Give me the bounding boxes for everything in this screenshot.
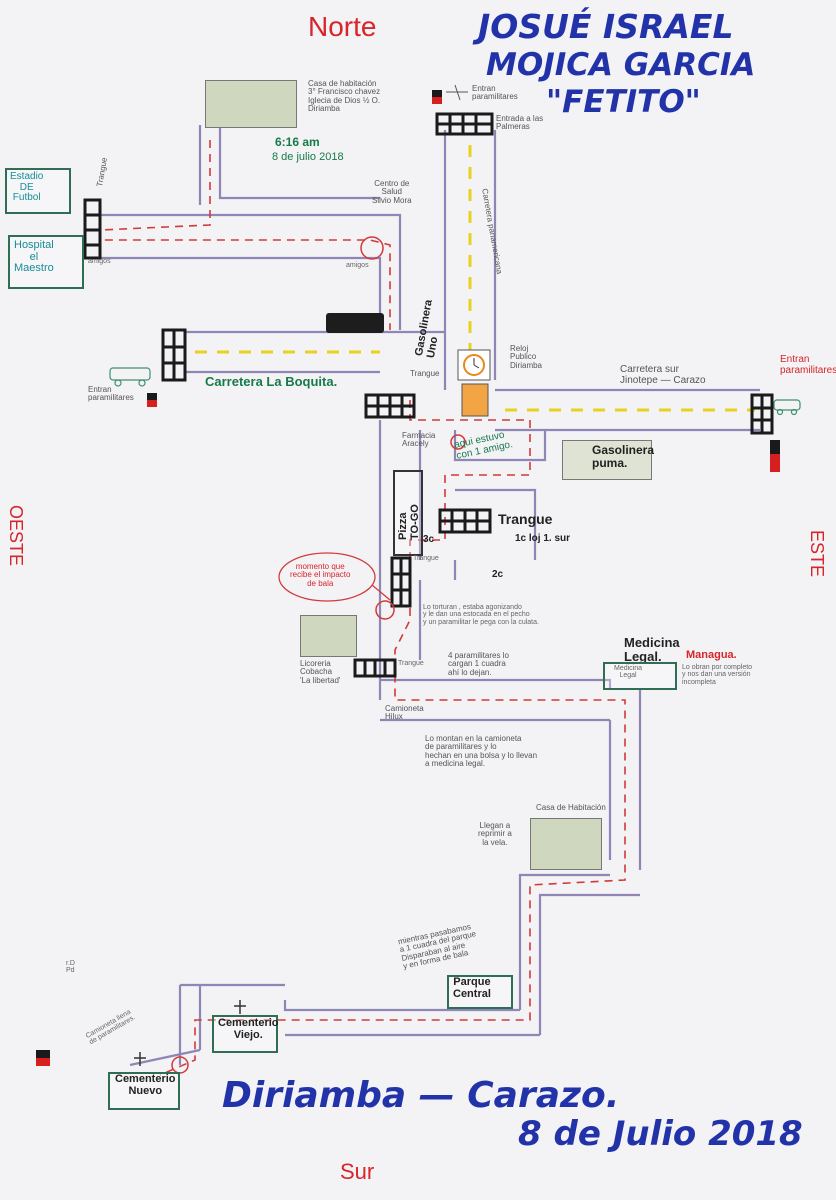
label-gasolinera-puma: Gasolinera puma.	[592, 443, 655, 470]
label-trangue-big: Trangue	[498, 511, 553, 527]
label-entran-right: Entran paramilitares	[780, 354, 836, 376]
road-estadio	[100, 213, 402, 330]
label-momento: momento que recibe el impacto de bala	[290, 562, 351, 588]
car-icon-left	[109, 367, 151, 387]
compass-west: OESTE	[6, 505, 26, 567]
title-line-3: "FETITO"	[546, 84, 701, 120]
label-cementerio-viejo: Cementerio Viejo.	[218, 1017, 279, 1041]
label-hospital: Hospital el Maestro	[14, 239, 54, 275]
label-medicina-legal-title: Medicina Legal.	[624, 635, 680, 664]
trangue-grid-estadio	[83, 198, 102, 260]
label-date-small: 8 de julio 2018	[272, 151, 344, 163]
label-trangue-reloj: 1c loj 1. sur	[515, 533, 571, 544]
compass-north: Norte	[308, 11, 377, 42]
compass-east: ESTE	[807, 530, 827, 578]
gasolinera-puma-building	[562, 440, 652, 480]
label-licoreria: Licoreria Cobacha 'La libertad'	[300, 659, 341, 685]
momento-pointer	[371, 584, 391, 601]
black-vehicle	[326, 313, 384, 333]
plane-icon-top	[446, 84, 468, 101]
road-casa-top	[198, 125, 380, 205]
house-bottom	[530, 818, 602, 870]
trangue-grid-reloj	[364, 393, 416, 419]
amigos-circle	[360, 236, 384, 260]
cross-icon-viejo	[234, 1000, 246, 1014]
label-medicina-legal-box: Medicina Legal	[614, 665, 643, 680]
cross-icon-nuevo	[134, 1052, 146, 1066]
car-icon-right	[773, 399, 801, 416]
label-llegan: Llegan a reprimir a la vela.	[478, 821, 512, 847]
label-carretera-sur: Carretera sur Jinotepe — Carazo	[620, 364, 706, 386]
label-casa-habitacion-bottom: Casa de Habitación	[536, 803, 606, 812]
flag-bottom	[36, 1050, 50, 1066]
label-managua: Managua.	[686, 649, 737, 661]
label-entrada-palmeras: Entrada a las Palmeras	[496, 114, 544, 132]
parque-box	[447, 975, 513, 1009]
label-time: 6:16 am	[275, 135, 320, 149]
label-montan: Lo montan en la camioneta de paramilitar…	[425, 734, 538, 769]
footer-place: Diriamba — Carazo.	[222, 1075, 620, 1116]
house-top	[205, 80, 297, 128]
label-carretera-boquita: Carretera La Boquita.	[205, 374, 338, 389]
label-camioneta: Camioneta Hilux	[385, 704, 424, 722]
label-obran: Lo obran por completo y nos dan una vers…	[682, 664, 753, 686]
label-cargan: 4 paramilitares lo cargan 1 cuadra ahí l…	[448, 651, 509, 677]
road-medicina	[380, 678, 642, 870]
impact-circle	[375, 600, 395, 620]
aqui-circle	[450, 434, 466, 450]
label-dist-3c: 3c	[423, 534, 435, 545]
title-line-2: MOJICA GARCIA	[486, 47, 756, 83]
label-dist-2c: 2c	[492, 569, 504, 580]
liquor-store-building	[300, 615, 357, 657]
label-parque-central: Parque Central	[453, 976, 491, 1000]
label-amigos-small: amigos	[88, 258, 111, 265]
medicina-legal-box	[603, 662, 677, 690]
label-trangue-small: Trangue	[413, 555, 439, 562]
road-center-column	[378, 420, 547, 700]
footer-date: 8 de Julio 2018	[518, 1114, 803, 1154]
label-torturan: Lo torturan , estaba agonizando y le dan…	[423, 604, 539, 626]
road-panamericana	[443, 130, 497, 390]
road-cementerios	[129, 983, 540, 1067]
label-trangue-mid: Trangue	[410, 369, 440, 378]
trangue-grid-boquita	[161, 328, 187, 382]
trangue-grid-bottom	[353, 658, 397, 678]
label-casa-habitacion-top: Casa de habitación 3° Francisco chavez I…	[308, 79, 381, 114]
flag-left	[147, 393, 157, 407]
compass-south: Sur	[340, 1159, 375, 1184]
label-tiny-marks: r.D Pd	[66, 960, 75, 975]
cemetery-circle	[171, 1056, 189, 1074]
trangue-grid-top	[435, 112, 494, 136]
label-cementerio-nuevo: Cementerio Nuevo	[115, 1073, 176, 1097]
route-path	[99, 140, 626, 1076]
label-centro-salud: Centro de Salud Silvio Mora	[372, 179, 412, 205]
cementerio-viejo-box	[212, 1015, 278, 1053]
label-farmacia: Farmacia Aracely	[402, 431, 436, 449]
label-entran-top: Entran paramilitares	[472, 84, 518, 102]
pizza-box	[393, 470, 423, 556]
label-trangue-bottom: Trangue	[398, 660, 424, 667]
trangue-grid-sur	[750, 393, 774, 435]
label-amigos-circle: amigos	[346, 262, 369, 269]
label-estadio: Estadio DE Futbol	[10, 171, 44, 203]
flag-top	[432, 90, 442, 104]
road-boquita	[185, 330, 445, 374]
flag-right	[770, 440, 780, 472]
title-line-1: JOSUÉ ISRAEL	[478, 7, 734, 46]
road-carretera-sur	[495, 388, 760, 432]
label-reloj-publico: Reloj Publico Diriamba	[510, 344, 543, 370]
estadio-box	[5, 168, 71, 214]
road-parque	[518, 873, 640, 1035]
trangue-grid-big	[438, 508, 492, 534]
clock-icon	[457, 349, 491, 417]
cementerio-nuevo-box	[108, 1072, 180, 1110]
momento-bubble	[278, 552, 376, 602]
label-entran-left: Entran paramilitares	[88, 385, 134, 403]
hospital-box	[8, 235, 84, 289]
trangue-grid-small	[390, 556, 412, 608]
label-pizza: Pizza TO-GO	[397, 504, 421, 540]
